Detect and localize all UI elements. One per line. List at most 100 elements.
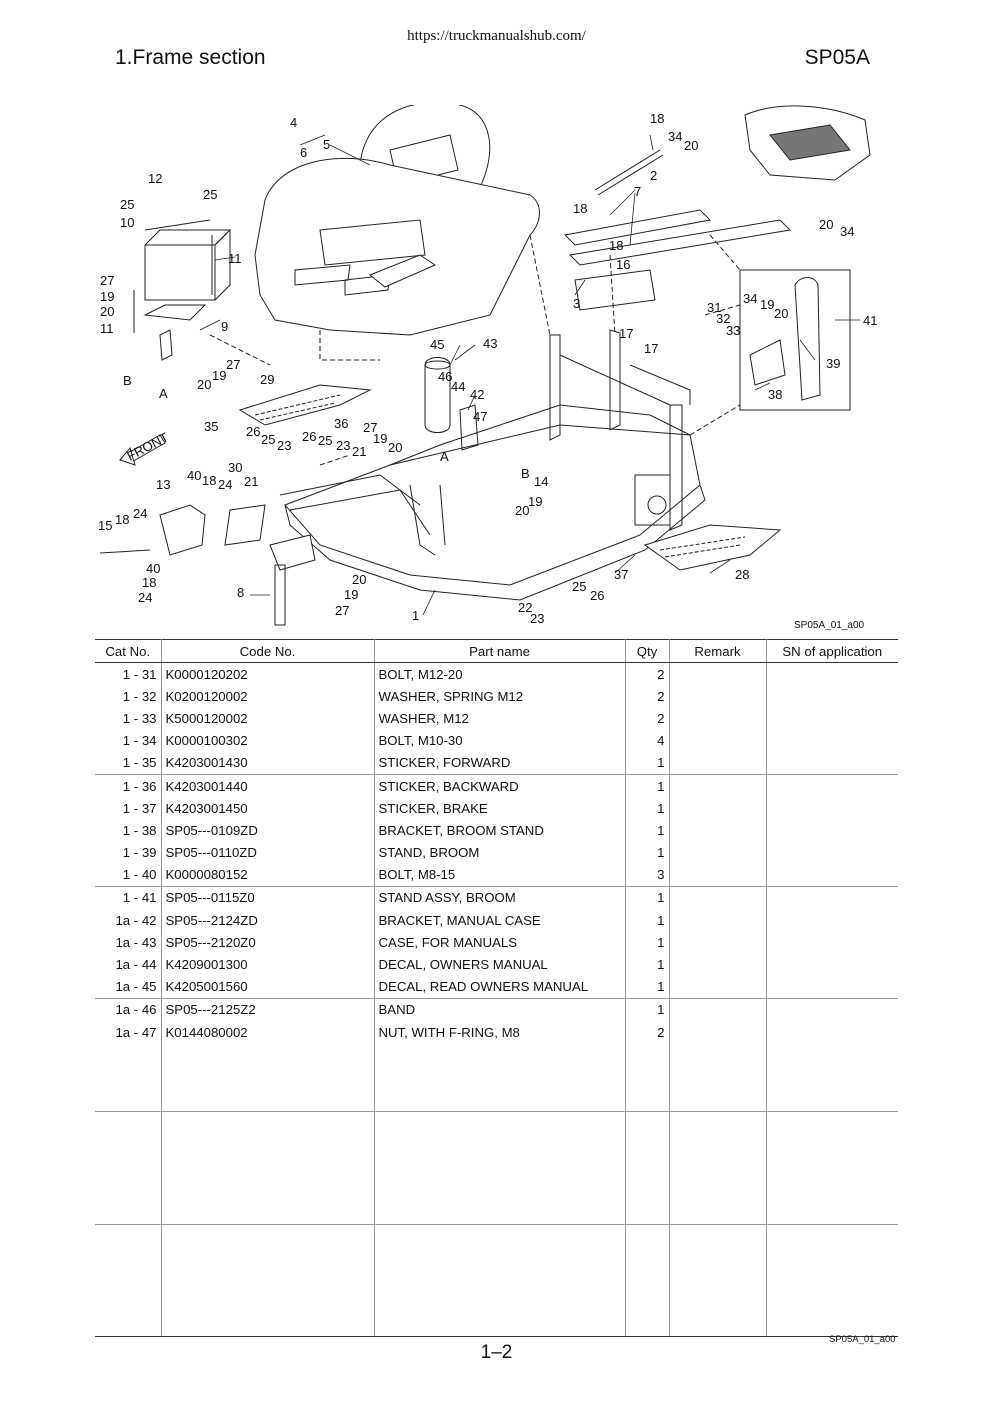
sn-of-application — [766, 707, 898, 729]
part-name: STAND ASSY, BROOM — [374, 886, 626, 910]
svg-text:9: 9 — [221, 319, 228, 334]
svg-text:11: 11 — [228, 251, 242, 266]
code-no: K5000120002 — [161, 707, 375, 730]
code-no: K0000120202 — [161, 662, 375, 686]
svg-text:20: 20 — [352, 572, 366, 587]
svg-text:34: 34 — [840, 224, 854, 239]
svg-text:40: 40 — [187, 468, 201, 483]
sn-of-application — [766, 663, 898, 686]
svg-text:30: 30 — [228, 460, 242, 475]
front-direction-label: FRONT — [124, 429, 171, 463]
sn-of-application — [766, 1021, 898, 1043]
cat-no: 1 - 39 — [95, 841, 162, 864]
cat-no: 1a - 45 — [95, 975, 162, 999]
svg-text:34: 34 — [743, 291, 757, 306]
svg-text:39: 39 — [826, 356, 840, 371]
sn-of-application — [766, 909, 898, 931]
code-no: K4205001560 — [161, 975, 375, 999]
svg-text:17: 17 — [619, 326, 633, 341]
table-header-row: Cat No. Code No. Part name Qty Remark SN… — [95, 639, 898, 663]
part-name: BOLT, M10-30 — [374, 729, 626, 752]
cat-no: 1 - 37 — [95, 797, 162, 820]
code-no: K0000100302 — [161, 729, 375, 752]
empty-cell — [669, 1111, 767, 1226]
header-part-name: Part name — [374, 639, 626, 663]
svg-text:20: 20 — [684, 138, 698, 153]
empty-cell — [161, 1224, 375, 1338]
header-cat-no: Cat No. — [95, 639, 162, 663]
code-no: SP05---2125Z2 — [161, 998, 375, 1021]
svg-text:B: B — [123, 373, 132, 388]
empty-cell — [374, 1224, 626, 1338]
qty: 2 — [625, 685, 670, 708]
svg-text:19: 19 — [344, 587, 358, 602]
remark — [669, 774, 767, 798]
qty: 1 — [625, 841, 670, 864]
svg-text:20: 20 — [100, 304, 114, 319]
sn-of-application — [766, 863, 898, 887]
code-no: SP05---0115Z0 — [161, 886, 375, 910]
qty: 1 — [625, 886, 670, 910]
svg-text:B: B — [521, 466, 530, 481]
code-no: SP05---0110ZD — [161, 841, 375, 864]
svg-text:26: 26 — [302, 429, 316, 444]
svg-text:20: 20 — [774, 306, 788, 321]
svg-text:36: 36 — [334, 416, 348, 431]
code-no: K0200120002 — [161, 685, 375, 708]
svg-text:11: 11 — [100, 321, 114, 336]
svg-text:26: 26 — [590, 588, 604, 603]
part-name: STICKER, FORWARD — [374, 751, 626, 775]
svg-text:27: 27 — [226, 357, 240, 372]
svg-text:46: 46 — [438, 369, 452, 384]
svg-text:18: 18 — [202, 473, 216, 488]
svg-text:6: 6 — [300, 145, 307, 160]
sn-of-application — [766, 886, 898, 909]
cat-no: 1a - 42 — [95, 909, 162, 932]
code-no: K4209001300 — [161, 953, 375, 976]
qty: 2 — [625, 662, 670, 686]
svg-text:16: 16 — [616, 257, 630, 272]
remark — [669, 931, 767, 954]
part-name: WASHER, SPRING M12 — [374, 685, 626, 708]
part-name: BOLT, M12-20 — [374, 662, 626, 686]
sn-of-application — [766, 685, 898, 707]
empty-cell — [669, 1043, 767, 1113]
svg-text:1: 1 — [412, 608, 419, 623]
svg-text:44: 44 — [451, 379, 465, 394]
remark — [669, 909, 767, 932]
remark — [669, 707, 767, 730]
svg-text:32: 32 — [716, 311, 730, 326]
sn-of-application — [766, 751, 898, 775]
remark — [669, 819, 767, 842]
cat-no: 1 - 33 — [95, 707, 162, 730]
remark — [669, 729, 767, 752]
svg-text:A: A — [159, 386, 168, 401]
empty-cell — [625, 1043, 670, 1113]
remark — [669, 886, 767, 910]
svg-text:18: 18 — [573, 201, 587, 216]
svg-text:21: 21 — [244, 474, 258, 489]
svg-text:41: 41 — [863, 313, 877, 328]
empty-row-block — [95, 1224, 898, 1338]
code-no: SP05---2120Z0 — [161, 931, 375, 954]
empty-cell — [625, 1111, 670, 1226]
svg-text:21: 21 — [352, 444, 366, 459]
empty-cell — [161, 1043, 375, 1113]
qty: 1 — [625, 931, 670, 954]
empty-cell — [374, 1043, 626, 1113]
svg-text:27: 27 — [363, 420, 377, 435]
remark — [669, 953, 767, 976]
svg-text:31: 31 — [707, 300, 721, 315]
header-qty: Qty — [625, 639, 670, 663]
svg-text:12: 12 — [148, 171, 162, 186]
svg-text:19: 19 — [528, 494, 542, 509]
svg-text:A: A — [440, 449, 449, 464]
svg-text:25: 25 — [261, 432, 275, 447]
code-no: SP05---0109ZD — [161, 819, 375, 842]
svg-text:47: 47 — [473, 409, 487, 424]
